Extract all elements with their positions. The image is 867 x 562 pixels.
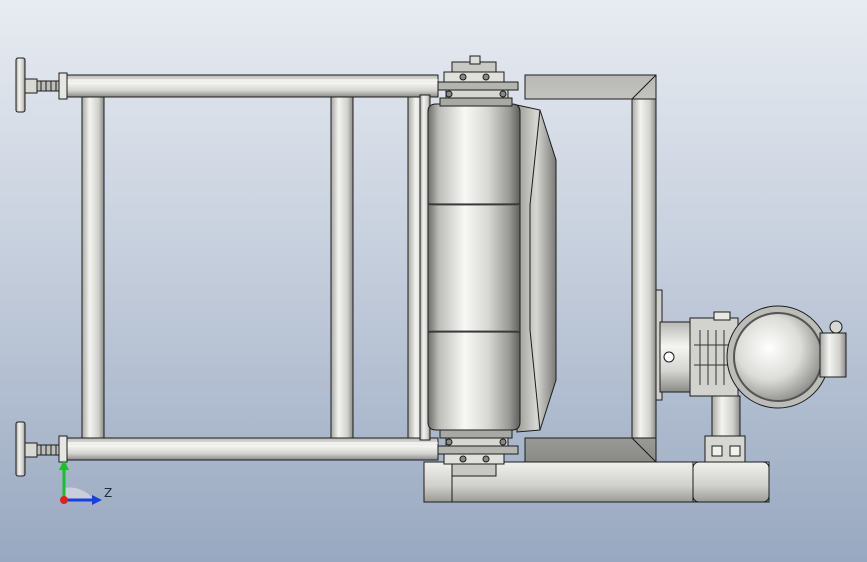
cable-gland (829, 320, 843, 334)
mount-bolt (663, 351, 675, 363)
terminal-box (819, 332, 847, 378)
square-frame (524, 74, 663, 463)
bearing-flange-top (437, 55, 519, 107)
leveling-foot-bottom (15, 421, 68, 477)
roller-top (427, 103, 521, 205)
side-frame (65, 74, 439, 461)
bearing-flange-bottom (437, 429, 519, 477)
gear-motor (659, 305, 847, 463)
roller-middle (427, 204, 521, 332)
leveling-foot-top (15, 57, 68, 113)
roller-bottom (427, 331, 521, 431)
x-axis-dot (60, 496, 68, 504)
z-axis-label: Z (104, 486, 112, 500)
coordinate-triad: Z (59, 460, 112, 505)
conveyor-idler-rollers (427, 103, 521, 431)
output-shaft-housing (711, 395, 741, 437)
wing-roller (516, 104, 557, 433)
